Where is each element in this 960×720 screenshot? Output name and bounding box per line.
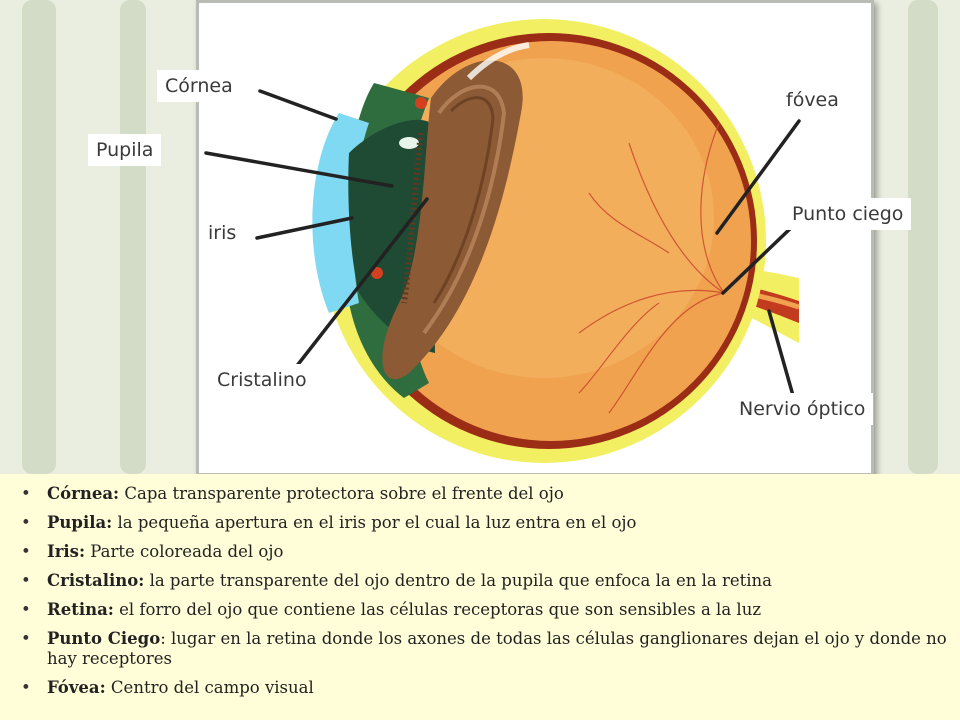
cornea-leader bbox=[258, 89, 338, 121]
definition-term: Fóvea: bbox=[47, 678, 106, 697]
definition-term: Pupila: bbox=[47, 513, 113, 532]
definition-item: Cristalino: la parte transparente del oj… bbox=[0, 571, 960, 591]
definition-item: Córnea: Capa transparente protectora sob… bbox=[0, 484, 960, 504]
definition-term: Córnea: bbox=[47, 484, 120, 503]
nervio-optico-leader bbox=[767, 309, 796, 401]
definitions-panel: Córnea: Capa transparente protectora sob… bbox=[0, 474, 960, 720]
definitions-list: Córnea: Capa transparente protectora sob… bbox=[0, 474, 960, 698]
pupila-leader bbox=[204, 151, 394, 188]
definition-item: Iris: Parte coloreada del ojo bbox=[0, 542, 960, 562]
lens-shape bbox=[382, 60, 523, 380]
definition-term: Retina: bbox=[47, 600, 114, 619]
label-fovea: fóvea bbox=[778, 84, 847, 116]
definition-text: Capa transparente protectora sobre el fr… bbox=[119, 484, 564, 503]
definition-text: la pequeña apertura en el iris por el cu… bbox=[112, 513, 637, 532]
definition-item: Fóvea: Centro del campo visual bbox=[0, 678, 960, 698]
definition-text: la parte transparente del ojo dentro de … bbox=[144, 571, 773, 590]
eye-diagram-image bbox=[196, 0, 874, 476]
definition-term: Punto Ciego bbox=[47, 629, 161, 648]
definition-text: el forro del ojo que contiene las célula… bbox=[113, 600, 762, 619]
eye-cross-section-illustration bbox=[204, 19, 801, 463]
label-punto-ciego: Punto ciego bbox=[784, 198, 912, 230]
label-pupila: Pupila bbox=[88, 134, 162, 166]
definition-text: Parte coloreada del ojo bbox=[85, 542, 284, 561]
retinal-vessels bbox=[578, 122, 725, 414]
cristalino-leader bbox=[294, 197, 429, 369]
leader-lines bbox=[204, 89, 801, 401]
definition-text: Centro del campo visual bbox=[105, 678, 314, 697]
definition-item: Pupila: la pequeña apertura en el iris p… bbox=[0, 513, 960, 533]
definition-text: : lugar en la retina donde los axones de… bbox=[47, 629, 947, 668]
label-cornea: Córnea bbox=[157, 70, 241, 102]
definition-item: Punto Ciego: lugar en la retina donde lo… bbox=[0, 629, 960, 669]
iris-leader bbox=[255, 216, 354, 240]
label-cristalino: Cristalino bbox=[209, 364, 315, 396]
definition-term: Iris: bbox=[47, 542, 86, 561]
definition-item: Retina: el forro del ojo que contiene la… bbox=[0, 600, 960, 620]
fovea-leader bbox=[715, 119, 801, 235]
label-nervio-optico: Nervio óptico bbox=[731, 393, 874, 425]
punto-ciego-leader bbox=[721, 223, 796, 295]
label-iris: iris bbox=[200, 217, 245, 249]
definition-term: Cristalino: bbox=[47, 571, 145, 590]
